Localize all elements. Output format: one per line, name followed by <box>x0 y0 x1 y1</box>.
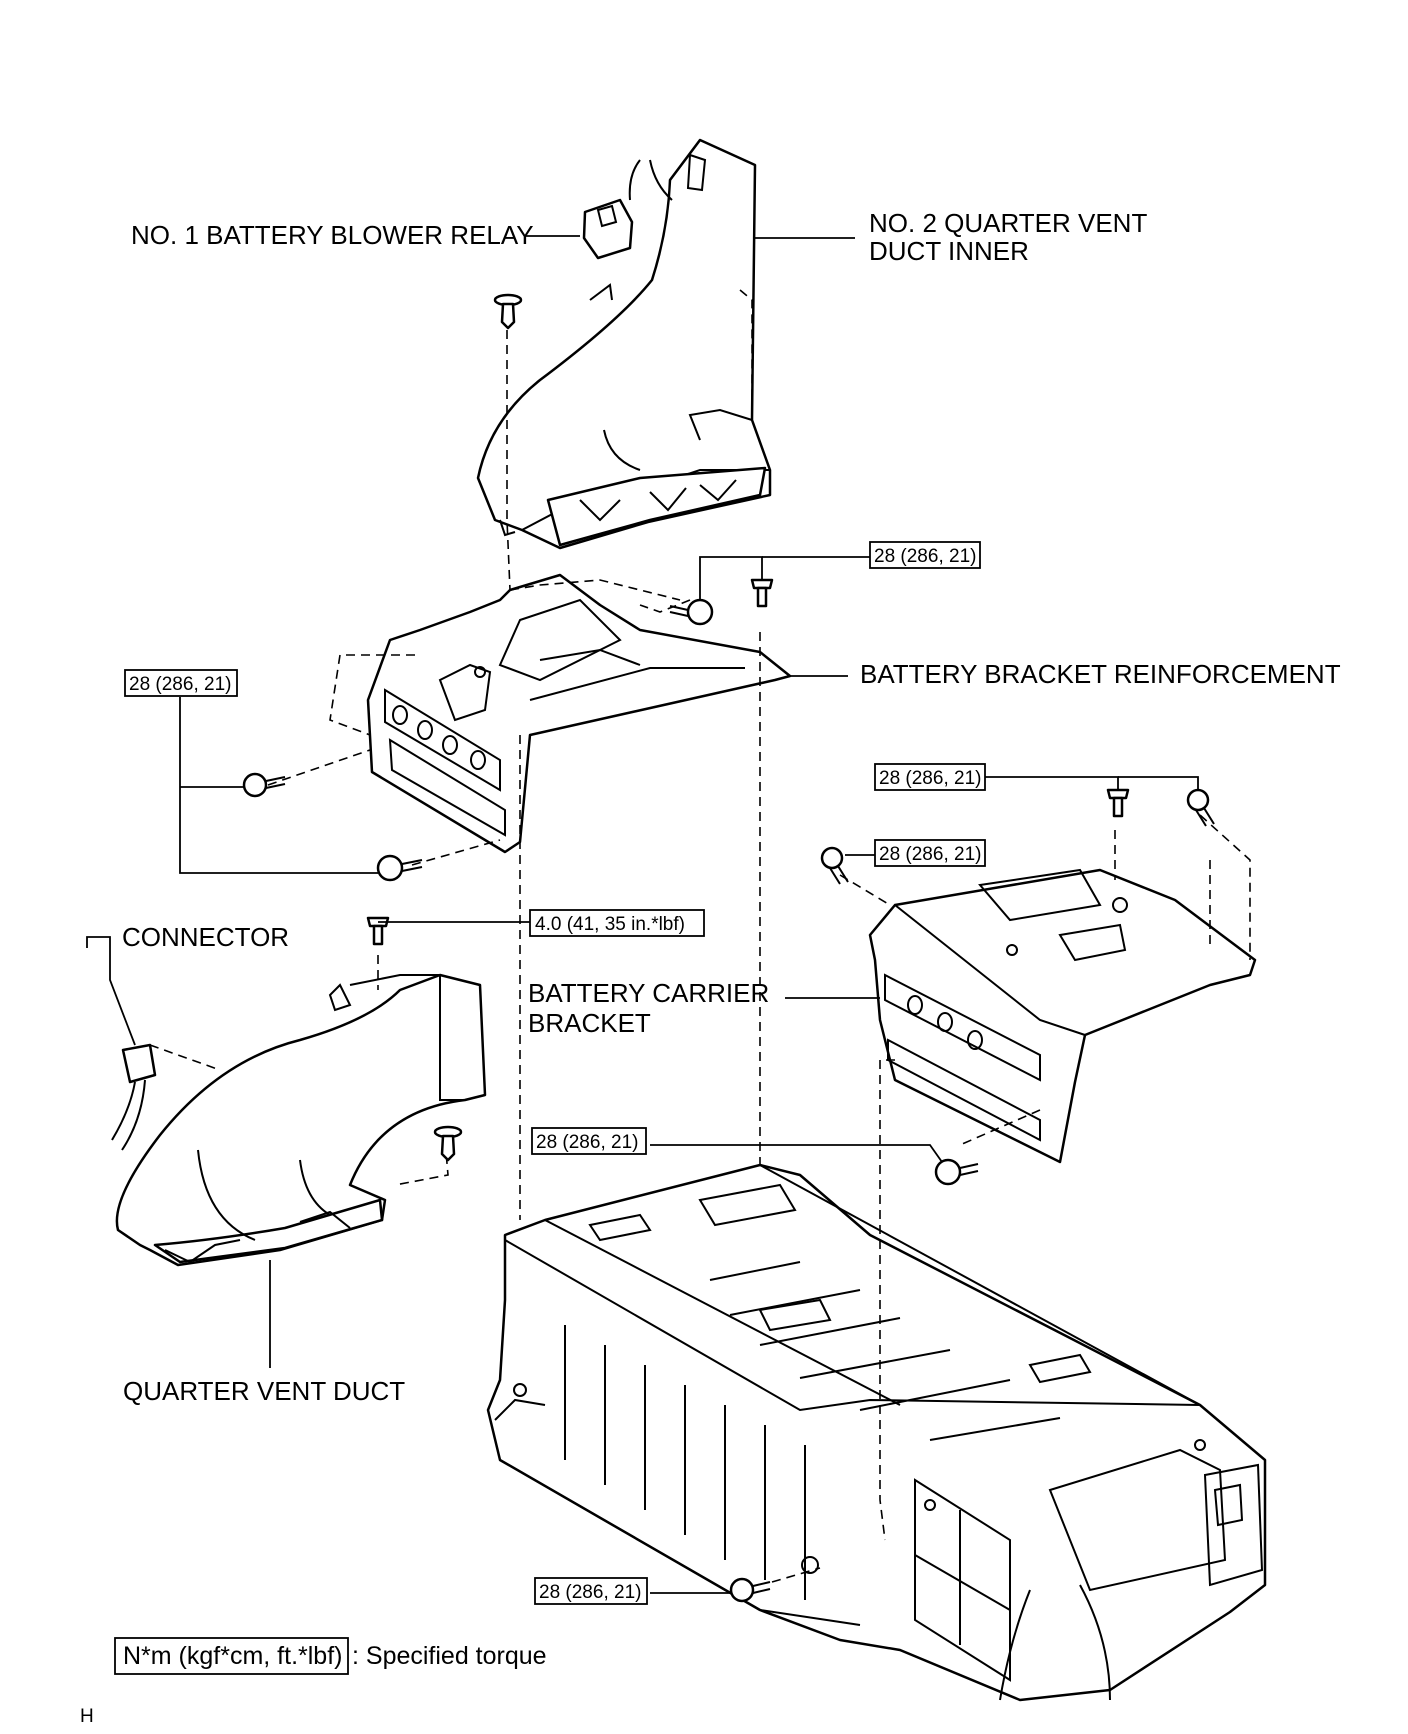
bolt-icon <box>750 578 774 608</box>
torque-value: 28 (286, 21) <box>536 1132 638 1153</box>
clip-icon <box>493 293 523 330</box>
label-reinforcement: BATTERY BRACKET REINFORCEMENT <box>860 659 1341 689</box>
relay-wire <box>628 159 673 201</box>
torque-value: 28 (286, 21) <box>539 1582 641 1603</box>
leader-lines <box>86 235 1199 1594</box>
legend: N*m (kgf*cm, ft.*lbf) : Specified torque <box>114 1637 547 1675</box>
duct-inner-part <box>476 138 772 550</box>
torque-value: 28 (286, 21) <box>129 674 231 695</box>
bolt-icon <box>934 1158 979 1186</box>
label-connector: CONNECTOR <box>122 922 289 952</box>
torque-box-4: 28 (286, 21) <box>874 839 986 867</box>
torque-box-2: 28 (286, 21) <box>124 669 238 697</box>
bolt-icon <box>366 916 390 946</box>
legend-unit: N*m (kgf*cm, ft.*lbf) <box>123 1642 342 1670</box>
bolt-icon <box>820 846 849 885</box>
bolt-icon <box>1106 788 1130 818</box>
footer-code: H <box>80 1706 94 1727</box>
torque-box-7: 28 (286, 21) <box>534 1577 648 1605</box>
label-duct-inner-line1: NO. 2 QUARTER VENT <box>869 208 1147 238</box>
relay-icon <box>582 198 634 260</box>
label-relay: NO. 1 BATTERY BLOWER RELAY <box>131 220 534 250</box>
torque-box-6: 28 (286, 21) <box>531 1127 647 1155</box>
connector-icon <box>111 1043 157 1151</box>
torque-box-1: 28 (286, 21) <box>869 541 981 569</box>
clip-icon <box>433 1125 463 1162</box>
torque-value: 28 (286, 21) <box>879 768 981 789</box>
label-duct-inner-line2: DUCT INNER <box>869 236 1029 266</box>
torque-box-3: 28 (286, 21) <box>874 763 986 791</box>
label-carrier-line2: BRACKET <box>528 1008 651 1038</box>
bolt-icon <box>669 598 714 626</box>
torque-value: 4.0 (41, 35 in.*lbf) <box>535 914 685 935</box>
label-quarter-duct: QUARTER VENT DUCT <box>123 1376 405 1406</box>
torque-box-5: 4.0 (41, 35 in.*lbf) <box>529 909 705 937</box>
bolt-icon <box>729 1577 771 1603</box>
reinforcement-part <box>366 573 792 854</box>
bolt-icon <box>1186 788 1215 827</box>
torque-value: 28 (286, 21) <box>874 546 976 567</box>
legend-description: : Specified torque <box>352 1642 547 1670</box>
bolt-icon <box>242 772 286 798</box>
alignment-lines <box>149 289 1251 1583</box>
torque-value: 28 (286, 21) <box>879 844 981 865</box>
battery-assembly-part <box>486 1163 1267 1702</box>
carrier-bracket-part <box>868 868 1257 1164</box>
quarter-vent-duct-part <box>115 973 487 1267</box>
bolt-icon <box>376 854 423 882</box>
label-carrier-line1: BATTERY CARRIER <box>528 978 769 1008</box>
